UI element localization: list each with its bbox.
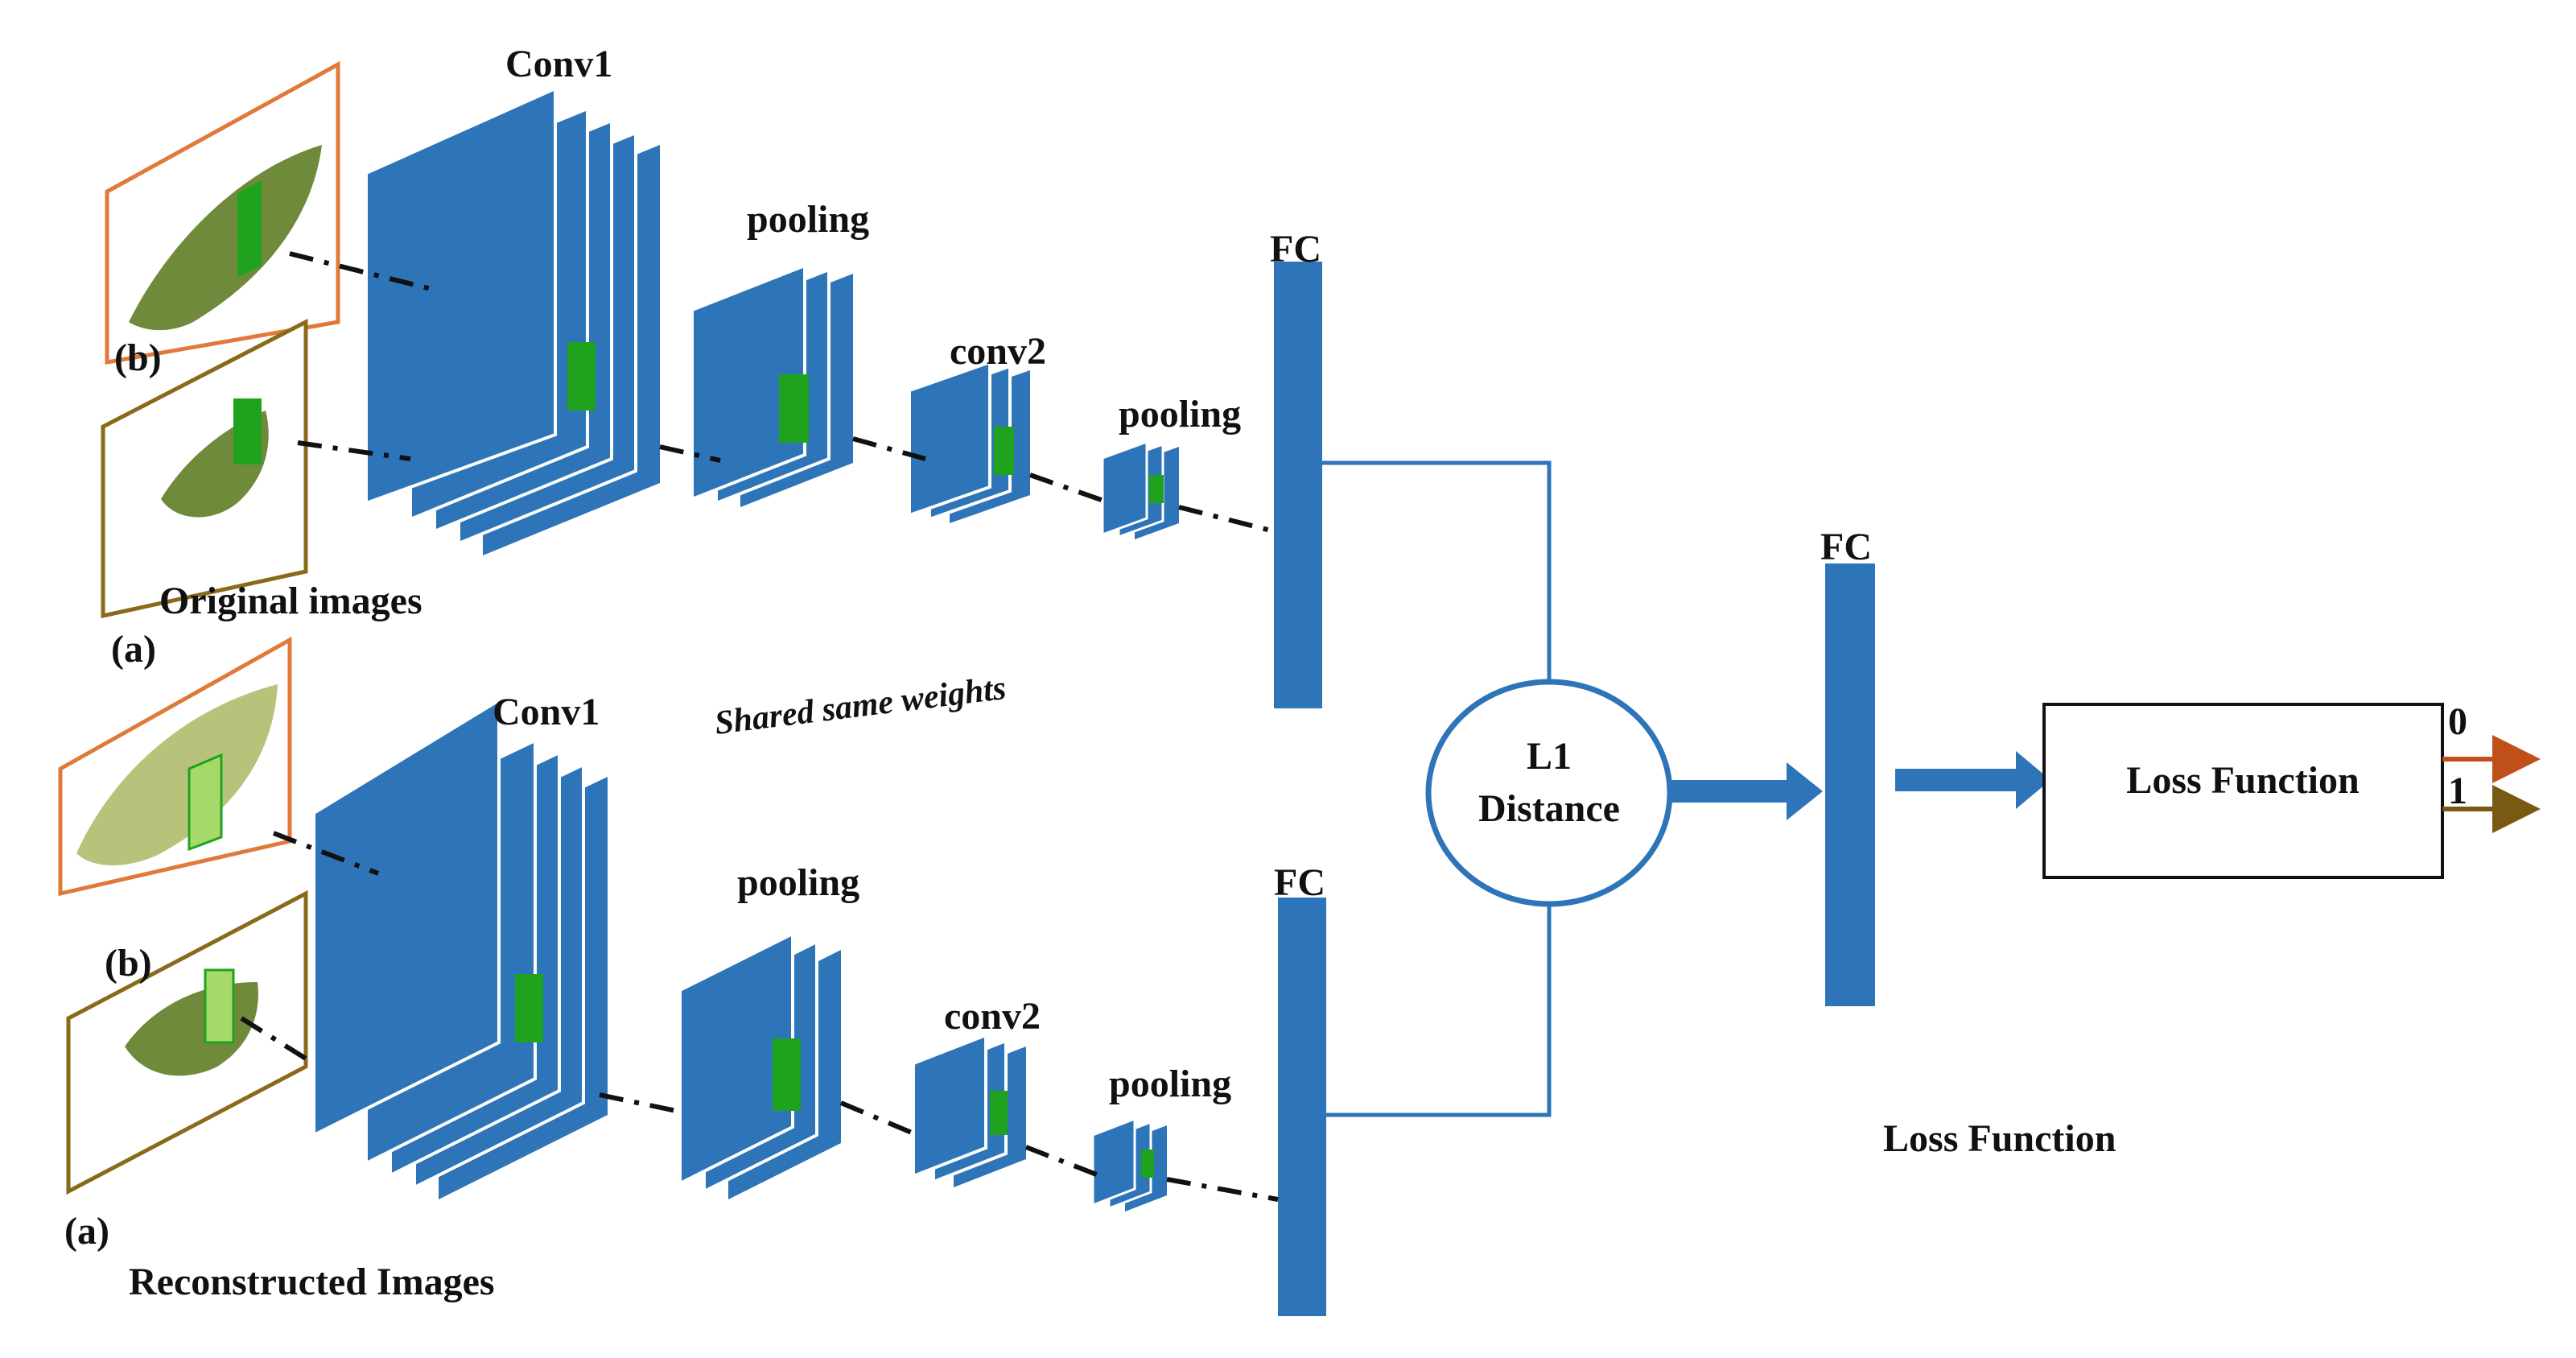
output-0-label: 0 xyxy=(2448,700,2467,743)
bottom-connectors xyxy=(240,831,1279,1202)
bottom-conv1-label: Conv1 xyxy=(493,691,600,733)
bottom-caption: Reconstructed Images xyxy=(129,1261,495,1303)
arrow-l1-to-fc xyxy=(1670,762,1823,820)
bottom-image-b-tag: (b) xyxy=(105,942,152,984)
bottom-pool1-label: pooling xyxy=(737,861,859,904)
top-conv2-stack xyxy=(908,360,1030,523)
bottom-image-a-tag: (a) xyxy=(64,1210,109,1253)
bottom-fc-bar xyxy=(1278,898,1326,1316)
bottom-conv1-stack xyxy=(312,697,608,1199)
bottom-fc-label: FC xyxy=(1274,861,1325,904)
merge-section: L1 Distance FC Loss Function 0 1 Loss Fu… xyxy=(1322,460,2541,1160)
bottom-fc-link xyxy=(1326,898,1552,1117)
shared-weights-label: Shared same weights xyxy=(713,670,1008,742)
l1-distance-line2: Distance xyxy=(1478,787,1620,830)
merge-fc-label: FC xyxy=(1820,526,1872,568)
top-branch: (b) Original images (a) Conv1 pooling xyxy=(101,43,1322,708)
l1-distance-line1: L1 xyxy=(1527,735,1572,778)
top-pool2-stack xyxy=(1101,440,1179,539)
top-fc-link xyxy=(1322,460,1552,684)
top-pool2-label: pooling xyxy=(1119,393,1241,435)
loss-function-caption: Loss Function xyxy=(1883,1117,2116,1160)
top-pool1-stack xyxy=(690,263,853,507)
top-input-image-a xyxy=(101,318,308,619)
merge-fc-bar xyxy=(1825,563,1875,1006)
top-connectors xyxy=(289,251,1275,534)
loss-function-box-label: Loss Function xyxy=(2126,759,2359,802)
top-fc-label: FC xyxy=(1270,228,1321,270)
bottom-pool2-stack xyxy=(1091,1117,1167,1211)
arrow-fc-to-loss xyxy=(1895,751,2050,809)
top-image-a-tag: (a) xyxy=(111,628,156,671)
top-input-image-b xyxy=(105,60,340,365)
bottom-conv2-stack xyxy=(912,1033,1026,1187)
top-fc-bar xyxy=(1274,262,1322,708)
top-image-b-tag: (b) xyxy=(114,336,162,379)
bottom-conv2-label: conv2 xyxy=(944,995,1041,1038)
top-conv2-label: conv2 xyxy=(950,330,1046,373)
top-conv1-label: Conv1 xyxy=(505,43,612,85)
top-conv1-stack xyxy=(365,85,660,555)
bottom-input-image-b xyxy=(58,636,292,897)
bottom-branch: (b) (a) Reconstructed Images Conv1 pooli… xyxy=(58,636,1326,1316)
leaf-image xyxy=(76,684,278,865)
top-pool1-label: pooling xyxy=(747,198,869,241)
bottom-pool1-stack xyxy=(678,931,841,1199)
top-caption: Original images xyxy=(159,580,422,622)
bottom-input-image-a xyxy=(66,890,308,1195)
loss-function-box xyxy=(2042,703,2444,879)
output-1-label: 1 xyxy=(2448,770,2467,812)
bottom-pool2-label: pooling xyxy=(1109,1063,1231,1105)
leaf-image xyxy=(129,145,322,331)
